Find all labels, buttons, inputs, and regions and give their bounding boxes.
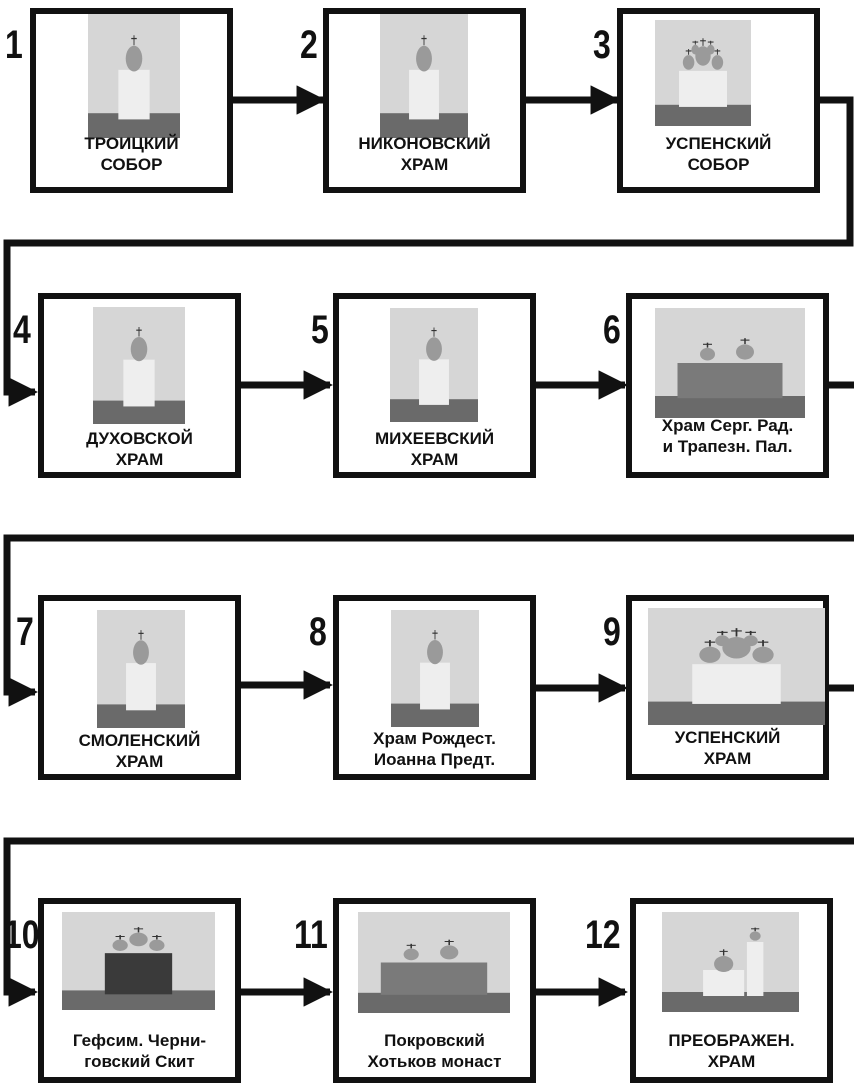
step-label-line1: МИХЕЕВСКИЙ — [374, 429, 495, 448]
step-label: УСПЕНСКИЙ ХРАМ — [626, 727, 829, 769]
church-photo-icon — [380, 14, 468, 138]
step-label: ДУХОВСКОЙ ХРАМ — [38, 428, 241, 470]
step-label-line1: УСПЕНСКИЙ — [674, 728, 781, 747]
step-label-line1: Храм Серг. Рад. — [661, 416, 794, 435]
step-photo-8 — [391, 610, 479, 727]
step-label-line2: Иоанна Предт. — [373, 750, 496, 769]
church-photo-icon — [358, 912, 510, 1013]
step-label-line1: ДУХОВСКОЙ — [86, 429, 193, 448]
arrow-3-4 — [3, 96, 854, 407]
step-label-line1: Покровский — [384, 1031, 485, 1050]
step-label-line2: говский Скит — [84, 1052, 195, 1071]
step-number: 5 — [311, 308, 329, 352]
step-number: 12 — [585, 913, 621, 957]
step-label-line2: и Трапезн. Пал. — [662, 437, 793, 456]
step-label-line2: Хотьков монаст — [367, 1052, 502, 1071]
step-label-line1: СМОЛЕНСКИЙ — [78, 731, 201, 750]
step-photo-2 — [380, 14, 468, 138]
step-label-line2: ХРАМ — [703, 749, 752, 768]
step-label-line2: ХРАМ — [707, 1052, 756, 1071]
step-label-line1: УСПЕНСКИЙ — [665, 134, 772, 153]
step-label-line1: Гефсим. Черни- — [72, 1031, 207, 1050]
step-label-line2: СОБОР — [100, 155, 163, 174]
step-number: 7 — [16, 610, 34, 654]
church-photo-icon — [648, 608, 825, 725]
step-label: Храм Рождест. Иоанна Предт. — [333, 728, 536, 770]
step-label: ТРОИЦКИЙ СОБОР — [30, 133, 233, 175]
church-photo-icon — [655, 308, 805, 418]
step-number: 11 — [294, 913, 328, 957]
step-label: СМОЛЕНСКИЙ ХРАМ — [38, 730, 241, 772]
church-photo-icon — [62, 912, 215, 1010]
church-photo-icon — [88, 14, 180, 138]
arrow-into-7 — [3, 534, 854, 707]
step-label: Храм Серг. Рад. и Трапезн. Пал. — [626, 415, 829, 457]
step-photo-12 — [662, 912, 799, 1012]
step-photo-11 — [358, 912, 510, 1013]
step-label-line2: ХРАМ — [115, 752, 164, 771]
step-label-line2: ХРАМ — [410, 450, 459, 469]
church-photo-icon — [391, 610, 479, 727]
step-number: 8 — [309, 610, 327, 654]
church-photo-icon — [655, 20, 751, 126]
step-label-line1: Храм Рождест. — [373, 729, 496, 748]
step-label-line1: НИКОНОВСКИЙ — [358, 134, 491, 153]
church-photo-icon — [390, 308, 478, 422]
step-photo-7 — [97, 610, 185, 728]
step-photo-3 — [655, 20, 751, 126]
step-label: НИКОНОВСКИЙ ХРАМ — [323, 133, 526, 175]
step-label-line2: ХРАМ — [115, 450, 164, 469]
step-photo-6 — [655, 308, 805, 418]
step-photo-5 — [390, 308, 478, 422]
step-photo-10 — [62, 912, 215, 1010]
step-number: 1 — [5, 23, 23, 67]
step-number: 9 — [603, 610, 621, 654]
step-label: Гефсим. Черни-говский Скит — [38, 1030, 241, 1072]
step-label: ПРЕОБРАЖЕН. ХРАМ — [630, 1030, 833, 1072]
arrow-into-10 — [3, 837, 854, 1007]
step-number: 6 — [603, 308, 621, 352]
step-photo-4 — [93, 307, 185, 424]
church-photo-icon — [97, 610, 185, 728]
step-number: 10 — [4, 913, 40, 957]
step-label-line2: ХРАМ — [400, 155, 449, 174]
church-photo-icon — [662, 912, 799, 1012]
step-photo-9 — [648, 608, 825, 725]
step-number: 3 — [593, 23, 611, 67]
church-photo-icon — [93, 307, 185, 424]
step-photo-1 — [88, 14, 180, 138]
step-number: 2 — [300, 23, 318, 67]
step-label-line2: СОБОР — [687, 155, 750, 174]
step-label-line1: ТРОИЦКИЙ — [84, 134, 179, 153]
step-number: 4 — [13, 308, 31, 352]
step-label: УСПЕНСКИЙ СОБОР — [617, 133, 820, 175]
step-label: МИХЕЕВСКИЙ ХРАМ — [333, 428, 536, 470]
step-label-line1: ПРЕОБРАЖЕН. — [668, 1031, 795, 1050]
